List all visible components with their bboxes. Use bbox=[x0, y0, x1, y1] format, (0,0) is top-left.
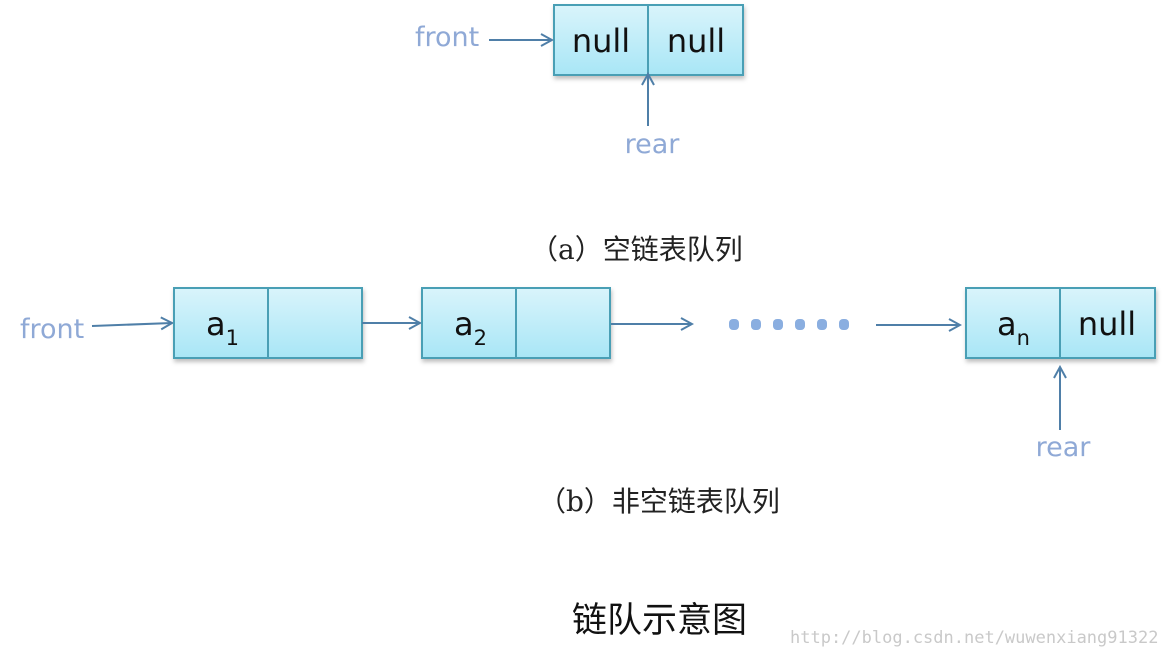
node-a1-data: a1 bbox=[206, 305, 239, 350]
ellipsis-dots bbox=[729, 319, 849, 330]
nonempty-front-arrow bbox=[91, 323, 172, 326]
ellipsis-dot bbox=[795, 319, 805, 330]
queue-node-an: an null bbox=[965, 287, 1156, 359]
empty-rear-label: rear bbox=[625, 129, 681, 160]
ellipsis-dot bbox=[729, 319, 739, 330]
empty-front-label: front bbox=[415, 22, 479, 53]
caption-empty-queue: （a）空链表队列 bbox=[530, 233, 743, 266]
empty-node-next: null bbox=[667, 22, 725, 60]
ellipsis-dot bbox=[817, 319, 827, 330]
queue-node-a2: a2 bbox=[421, 287, 611, 359]
node-an-next: null bbox=[1078, 305, 1136, 343]
diagram-title: 链队示意图 bbox=[572, 601, 748, 641]
ellipsis-dot bbox=[773, 319, 783, 330]
nonempty-rear-label: rear bbox=[1036, 432, 1092, 463]
nonempty-front-label: front bbox=[20, 314, 84, 345]
caption-nonempty-queue: （b）非空链表队列 bbox=[538, 485, 780, 518]
node-an-data: an bbox=[997, 305, 1030, 350]
node-a2-data: a2 bbox=[454, 305, 487, 350]
empty-queue-node: null null bbox=[553, 4, 744, 76]
empty-node-data: null bbox=[572, 22, 630, 60]
queue-node-a1: a1 bbox=[173, 287, 363, 359]
ellipsis-dot bbox=[751, 319, 761, 330]
watermark: http://blog.csdn.net/wuwenxiang91322 bbox=[790, 628, 1159, 648]
ellipsis-dot bbox=[839, 319, 849, 330]
